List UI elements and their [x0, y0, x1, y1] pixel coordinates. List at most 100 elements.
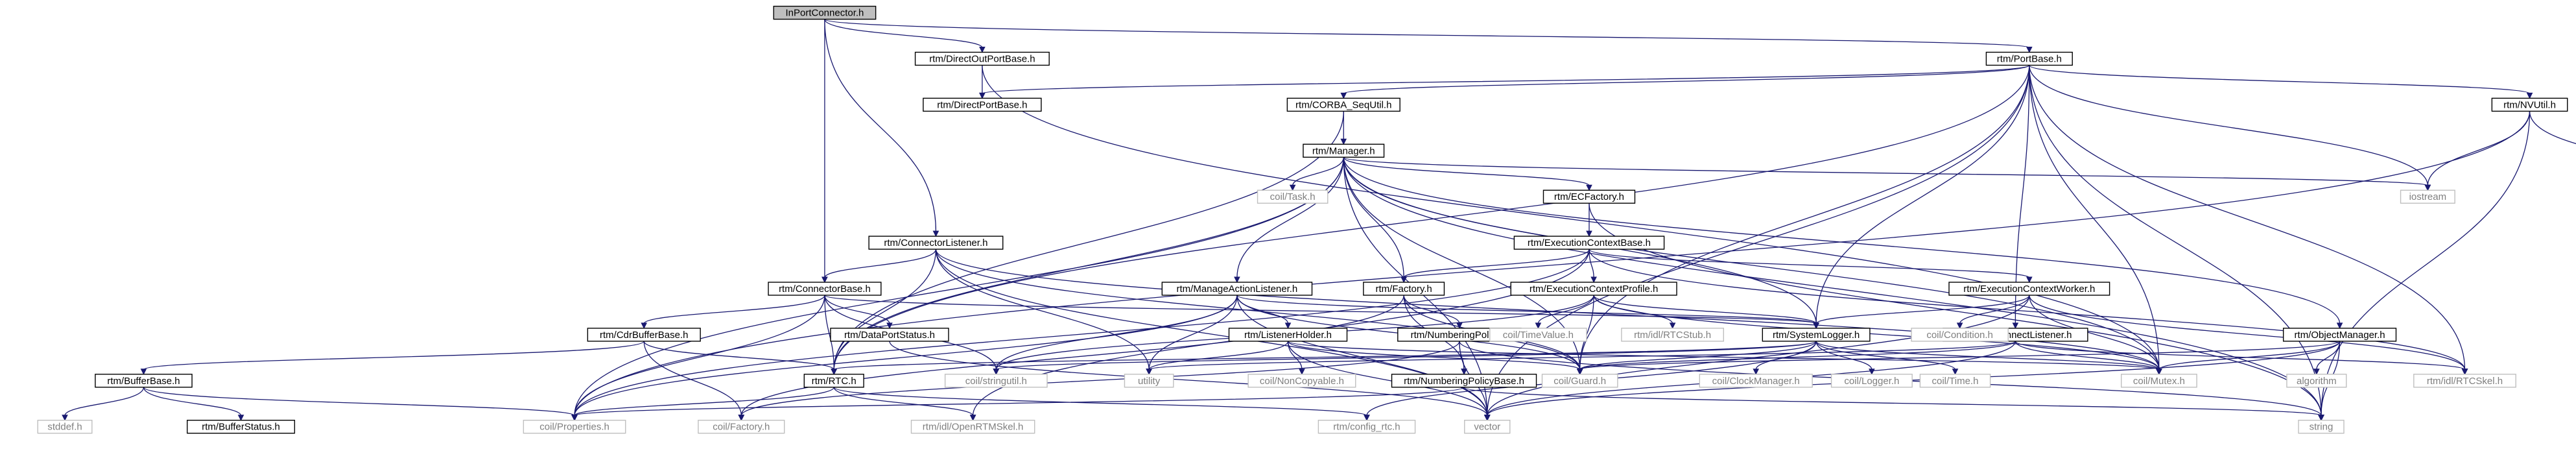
- node-label: rtm/CdrBufferBase.h: [600, 330, 688, 341]
- node-utility[interactable]: utility: [1124, 374, 1174, 388]
- edge-portbase-to-nvutil: [2029, 64, 2533, 99]
- node-stringutil[interactable]: coil/stringutil.h: [944, 374, 1048, 388]
- node-connectorlistener[interactable]: rtm/ConnectorListener.h: [868, 236, 1004, 250]
- node-ecfactory[interactable]: rtm/ECFactory.h: [1542, 189, 1636, 204]
- node-factory-rtm[interactable]: rtm/Factory.h: [1363, 282, 1445, 296]
- edge-connectorlistener-to-utility: [935, 249, 1152, 375]
- node-box: [1303, 143, 1385, 158]
- node-label: rtm/NVUtil.h: [2503, 99, 2556, 110]
- node-timevalue[interactable]: coil/TimeValue.h: [1489, 328, 1587, 342]
- node-box: [1919, 374, 1991, 388]
- edge-executioncontextprofile-to-timevalue: [1535, 295, 1594, 330]
- edge-inportconnector-to-directoutportbase: [824, 19, 986, 53]
- node-label: rtm/DirectOutPortBase.h: [929, 54, 1035, 65]
- node-logger[interactable]: coil/Logger.h: [1830, 374, 1913, 388]
- node-iostream[interactable]: iostream: [2400, 189, 2455, 204]
- node-stddef[interactable]: stddef.h: [37, 420, 93, 434]
- node-box: [1762, 328, 1871, 342]
- node-label: rtm/idl/RTCStub.h: [1634, 330, 1711, 341]
- node-box: [923, 97, 1042, 112]
- edge-cdrbufferbase-to-bufferbase: [140, 341, 644, 375]
- edge-executioncontextbase-to-executioncontextworker: [1589, 248, 2033, 284]
- edge-ecfactory-to-executioncontextbase: [1586, 203, 1592, 237]
- node-bufferbase[interactable]: rtm/BufferBase.h: [95, 374, 193, 388]
- node-box: [1247, 374, 1356, 388]
- node-systemlogger[interactable]: rtm/SystemLogger.h: [1762, 328, 1871, 342]
- node-rtcstub[interactable]: rtm/idl/RTCStub.h: [1621, 328, 1724, 342]
- edge-portconnectlistener-to-rtcskel: [2015, 341, 2468, 375]
- node-manageactionlistener[interactable]: rtm/ManageActionListener.h: [1161, 282, 1313, 296]
- node-label: coil/stringutil.h: [965, 376, 1027, 387]
- node-directoutportbase[interactable]: rtm/DirectOutPortBase.h: [914, 51, 1050, 66]
- node-connectorbase[interactable]: rtm/ConnectorBase.h: [768, 282, 882, 296]
- node-bufferstatus[interactable]: rtm/BufferStatus.h: [187, 420, 296, 434]
- node-mutex[interactable]: coil/Mutex.h: [2120, 374, 2197, 388]
- node-config-rtc[interactable]: rtm/config_rtc.h: [1318, 420, 1416, 434]
- node-string[interactable]: string: [2298, 420, 2345, 434]
- node-condition[interactable]: coil/Condition.h: [1911, 328, 2009, 342]
- node-listenerholder[interactable]: rtm/ListenerHolder.h: [1228, 328, 1348, 342]
- node-executioncontextbase[interactable]: rtm/ExecutionContextBase.h: [1513, 236, 1665, 250]
- node-guard[interactable]: coil/Guard.h: [1541, 374, 1618, 388]
- edge-manager-to-factory_rtm: [1343, 157, 1407, 284]
- node-label: coil/Factory.h: [713, 422, 770, 433]
- node-cdrbufferbase[interactable]: rtm/CdrBufferBase.h: [587, 328, 701, 342]
- node-box: [1464, 420, 1511, 434]
- node-executioncontextprofile[interactable]: rtm/ExecutionContextProfile.h: [1510, 282, 1677, 296]
- node-label: utility: [1138, 376, 1161, 387]
- node-time[interactable]: coil/Time.h: [1919, 374, 1991, 388]
- node-algorithm[interactable]: algorithm: [2286, 374, 2347, 388]
- node-executioncontextworker[interactable]: rtm/ExecutionContextWorker.h: [1948, 282, 2110, 296]
- node-vector[interactable]: vector: [1464, 420, 1511, 434]
- node-clockmanager[interactable]: coil/ClockManager.h: [1699, 374, 1813, 388]
- node-label: coil/Mutex.h: [2133, 376, 2185, 387]
- node-task[interactable]: coil/Task.h: [1257, 189, 1329, 204]
- node-properties[interactable]: coil/Properties.h: [523, 420, 626, 434]
- edge-inportconnector-to-connectorlistener: [824, 19, 939, 237]
- node-box: [868, 236, 1004, 250]
- node-factory-coil[interactable]: coil/Factory.h: [698, 420, 785, 434]
- node-objectmanager[interactable]: rtm/ObjectManager.h: [2282, 328, 2397, 342]
- edge-systemlogger-to-stringutil: [993, 341, 1817, 375]
- edge-executioncontextbase-to-factory_rtm: [1400, 248, 1590, 284]
- node-label: iostream: [2409, 191, 2447, 202]
- node-label: rtm/ExecutionContextBase.h: [1528, 237, 1651, 248]
- node-label: coil/Properties.h: [539, 422, 609, 433]
- node-box: [1541, 374, 1618, 388]
- edge-portconnectlistener-to-utility: [1146, 341, 2016, 375]
- node-label: coil/Time.h: [1932, 376, 1978, 387]
- node-box: [2298, 420, 2345, 434]
- edge-systemlogger-to-time: [1815, 341, 1959, 375]
- edge-objectmanager-to-algorithm: [2313, 341, 2341, 375]
- edge-numberingpolicybase-to-string: [1463, 387, 2324, 421]
- node-openrtmskel[interactable]: rtm/idl/OpenRTMSkel.h: [910, 420, 1035, 434]
- edge-objectmanager-to-vector: [1483, 341, 2341, 421]
- node-dataportstatus[interactable]: rtm/DataPortStatus.h: [830, 328, 949, 342]
- node-box: [914, 51, 1050, 66]
- node-corba-sequtil[interactable]: rtm/CORBA_SeqUtil.h: [1286, 97, 1400, 112]
- node-rtc[interactable]: rtm/RTC.h: [803, 374, 864, 388]
- node-directportbase[interactable]: rtm/DirectPortBase.h: [923, 97, 1042, 112]
- node-box: [1228, 328, 1348, 342]
- node-box: [768, 282, 882, 296]
- node-numberingpolicybase[interactable]: rtm/NumberingPolicyBase.h: [1391, 374, 1537, 388]
- node-label: coil/Condition.h: [1926, 330, 1993, 341]
- edge-rtc-to-openrtmskel: [833, 387, 976, 421]
- node-box: [2120, 374, 2197, 388]
- node-noncopyable[interactable]: coil/NonCopyable.h: [1247, 374, 1356, 388]
- node-label: vector: [1474, 422, 1500, 433]
- node-nvutil[interactable]: rtm/NVUtil.h: [2491, 97, 2568, 112]
- node-portbase[interactable]: rtm/PortBase.h: [1985, 51, 2073, 66]
- edge-manageactionlistener-to-listenerholder: [1236, 295, 1292, 330]
- edge-executioncontextbase-to-executioncontextprofile: [1589, 249, 1597, 284]
- node-rtcskel[interactable]: rtm/idl/RTCSkel.h: [2413, 374, 2516, 388]
- node-inportconnector[interactable]: InPortConnector.h: [773, 5, 877, 20]
- node-box: [523, 420, 626, 434]
- node-box: [1124, 374, 1174, 388]
- node-box: [1911, 328, 2009, 342]
- node-box: [830, 328, 949, 342]
- node-box: [1542, 189, 1636, 204]
- node-manager[interactable]: rtm/Manager.h: [1303, 143, 1385, 158]
- node-box: [1985, 51, 2073, 66]
- edge-rtc-to-config_rtc: [833, 387, 1370, 421]
